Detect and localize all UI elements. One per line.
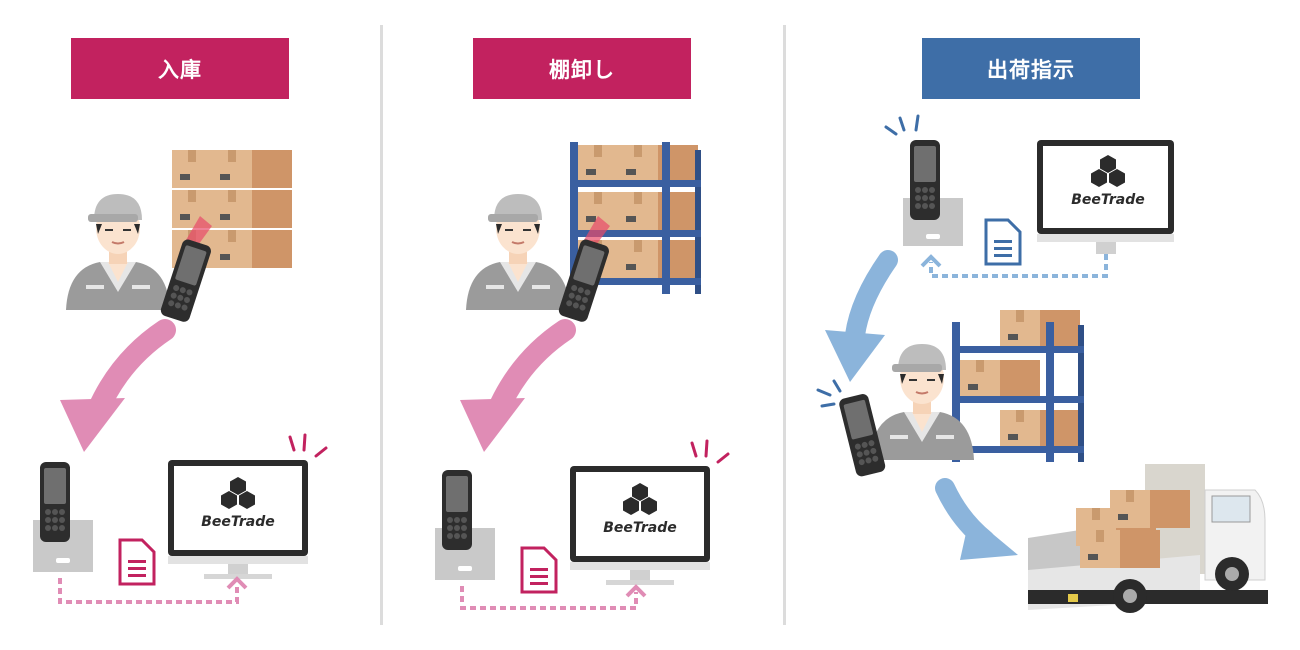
data-flow-line	[460, 586, 638, 610]
panel-receiving: 入庫	[0, 0, 400, 650]
alert-lines-icon	[690, 439, 730, 464]
document-icon	[520, 546, 558, 594]
monitor-icon: BeeTrade	[168, 460, 308, 579]
shelf-icon	[952, 310, 1084, 462]
panel-divider	[380, 25, 383, 625]
data-flow-line	[58, 578, 239, 604]
panel-title: 入庫	[71, 38, 289, 99]
brand-logo-text: BeeTrade	[201, 514, 275, 530]
scanner-cradle-icon	[33, 462, 93, 572]
scanner-icon	[159, 238, 213, 324]
monitor-icon: BeeTrade	[570, 466, 710, 585]
panel-divider	[783, 25, 786, 625]
brand-logo-text: BeeTrade	[603, 520, 677, 536]
shelf-icon	[570, 142, 701, 294]
flow-arrow-icon	[87, 319, 176, 421]
panel-inventory: 棚卸し	[400, 0, 800, 650]
document-icon	[118, 538, 156, 586]
inventory-illustration: BeeTrade	[435, 142, 730, 610]
worker-icon	[65, 193, 171, 311]
alert-lines-icon	[816, 379, 842, 408]
scanner-cradle-icon	[903, 140, 963, 246]
monitor-icon: BeeTrade	[1037, 140, 1174, 254]
worker-icon	[465, 193, 571, 311]
panel-shipping: 出荷指示 BeeTrade	[800, 0, 1300, 650]
panel-title: 出荷指示	[922, 38, 1140, 99]
scanner-cradle-icon	[435, 470, 495, 580]
brand-logo-text: BeeTrade	[1071, 192, 1145, 208]
shipping-illustration: BeeTrade	[816, 114, 1268, 613]
alert-lines-icon	[288, 433, 328, 458]
data-flow-line	[929, 254, 1108, 278]
delivery-truck-icon	[1028, 464, 1268, 613]
flow-arrow-icon	[845, 250, 898, 345]
alert-lines-icon	[884, 114, 920, 136]
panel-title: 棚卸し	[473, 38, 691, 99]
flow-arrow-icon	[487, 319, 576, 421]
receiving-illustration: BeeTrade	[33, 150, 328, 604]
document-icon	[984, 218, 1022, 266]
